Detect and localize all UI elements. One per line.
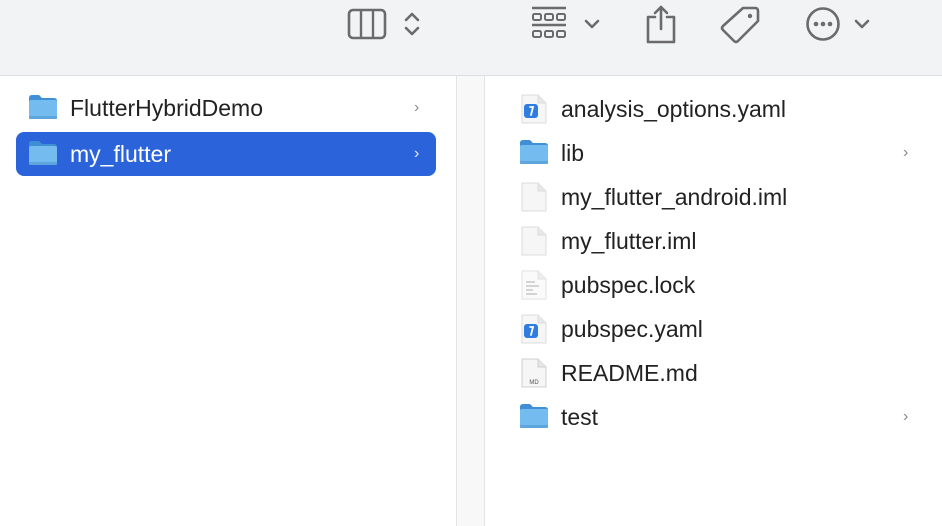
- list-item-pubspec-lock[interactable]: pubspec.lock: [485, 263, 942, 307]
- item-label: test: [561, 403, 599, 430]
- list-item-my-flutter-iml[interactable]: my_flutter.iml: [485, 219, 942, 263]
- yaml-file-icon: [521, 94, 547, 124]
- document-icon: [521, 226, 547, 256]
- item-label: pubspec.yaml: [561, 315, 703, 342]
- share-button[interactable]: [644, 4, 678, 44]
- list-item-analysis-options-yaml[interactable]: analysis_options.yaml: [485, 87, 942, 131]
- item-label: my_flutter_android.iml: [561, 183, 788, 210]
- view-mode-button[interactable]: [346, 4, 424, 44]
- yaml-file-icon: [521, 314, 547, 344]
- ellipsis-circle-icon: [806, 7, 840, 41]
- browser-column-1: FlutterHybridDemo › my_flutter ›: [0, 76, 456, 526]
- up-down-chevron-icon: [404, 12, 420, 36]
- column-view-icon: [347, 8, 387, 40]
- text-file-icon: [521, 270, 547, 300]
- item-label: analysis_options.yaml: [561, 95, 787, 122]
- list-item-readme-md[interactable]: MD README.md: [485, 351, 942, 395]
- document-icon: [521, 182, 547, 212]
- folder-icon: [29, 95, 57, 119]
- chevron-right-icon: ›: [414, 99, 420, 116]
- browser-column-2: analysis_options.yaml lib › my_flutter_a…: [485, 76, 942, 526]
- item-label: pubspec.lock: [561, 271, 696, 298]
- item-label: lib: [561, 139, 585, 166]
- list-item-my-flutter-android-iml[interactable]: my_flutter_android.iml: [485, 175, 942, 219]
- chevron-right-icon: ›: [414, 145, 420, 162]
- group-by-button[interactable]: [530, 4, 602, 44]
- column-resize-handle[interactable]: [456, 76, 485, 526]
- item-label: FlutterHybridDemo: [70, 94, 263, 121]
- chevron-down-icon: [854, 19, 870, 29]
- list-item-test[interactable]: test ›: [485, 395, 942, 439]
- more-actions-button[interactable]: [804, 4, 872, 44]
- list-item-my-flutter[interactable]: my_flutter ›: [16, 132, 436, 176]
- list-item-flutterhybriddemo[interactable]: FlutterHybridDemo ›: [16, 86, 436, 130]
- item-label: my_flutter.iml: [561, 227, 697, 254]
- folder-icon: [520, 404, 548, 428]
- markdown-file-icon: MD: [521, 358, 547, 388]
- item-label: README.md: [561, 359, 698, 386]
- share-icon: [646, 5, 676, 44]
- item-label: my_flutter: [70, 140, 171, 167]
- list-item-pubspec-yaml[interactable]: pubspec.yaml: [485, 307, 942, 351]
- toolbar: [0, 0, 942, 76]
- tag-button[interactable]: [718, 4, 762, 44]
- folder-icon: [29, 141, 57, 165]
- folder-icon: [520, 140, 548, 164]
- list-item-lib[interactable]: lib ›: [485, 131, 942, 175]
- chevron-right-icon: ›: [903, 408, 909, 425]
- tag-icon: [720, 6, 760, 44]
- chevron-down-icon: [584, 19, 600, 29]
- svg-text:MD: MD: [529, 380, 539, 386]
- grid-group-icon: [532, 6, 566, 38]
- chevron-right-icon: ›: [903, 144, 909, 161]
